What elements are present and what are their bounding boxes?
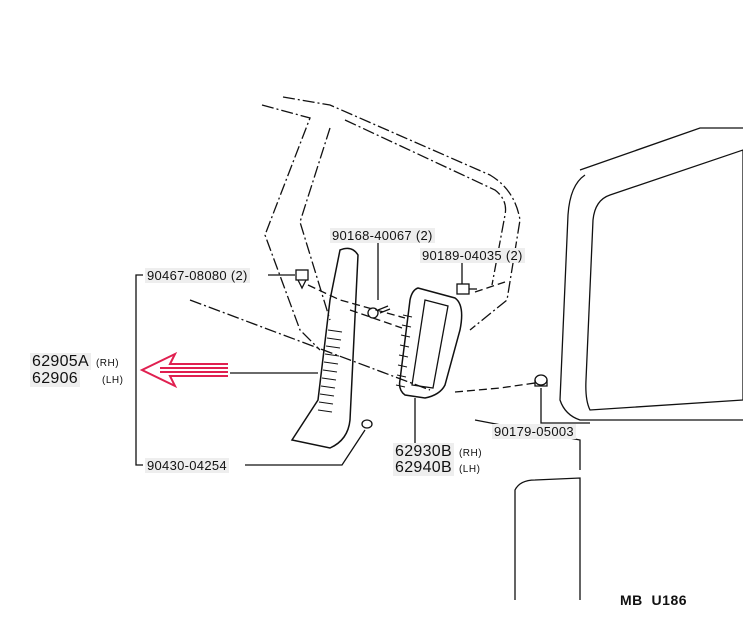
leader-90179 [540, 388, 590, 424]
window-frame-outer [282, 96, 521, 331]
side-rh: (RH) [458, 448, 483, 459]
part-number: 90179-05003 [494, 424, 574, 439]
body-panel-roof [579, 127, 743, 171]
pillar-garnish [290, 247, 359, 449]
part-number: 90430-04254 [147, 458, 227, 473]
part-qty: (2) [505, 248, 523, 263]
window-frame-inner [344, 119, 507, 286]
frame-lower-rail [189, 299, 431, 391]
label-62906: 62906 (LH) [30, 370, 124, 387]
side-rh: (RH) [95, 358, 120, 369]
body-panel-outline [559, 174, 743, 421]
vent-duct-fins [395, 314, 413, 388]
assembly-line-2 [349, 309, 403, 329]
assembly-line-4 [474, 281, 506, 293]
part-number: 90189-04035 [422, 248, 502, 263]
part-number-rh: 62905A [30, 353, 91, 370]
part-qty: (2) [230, 268, 248, 283]
part-number-rh: 62930B [393, 443, 454, 460]
label-90168: 90168-40067 (2) [330, 228, 435, 243]
part-number: 90467-08080 [147, 268, 227, 283]
vent-duct [398, 287, 463, 399]
label-90430: 90430-04254 [145, 458, 229, 473]
part-number: 90168-40067 [332, 228, 412, 243]
part-number-lh: 62940B [393, 459, 454, 476]
label-62930B: 62930B (RH) [393, 443, 483, 460]
nut-90430 [361, 419, 373, 429]
label-90189: 90189-04035 (2) [420, 248, 525, 263]
garnish-louvers [317, 329, 343, 413]
side-lh: (LH) [458, 464, 481, 475]
grommet-90179 [534, 374, 548, 387]
window-glass-edge [299, 127, 331, 321]
vent-duct-inner [411, 299, 449, 389]
leader-bracket [135, 274, 143, 466]
part-qty: (2) [415, 228, 433, 243]
diagram-code: MB U186 [620, 592, 688, 608]
side-lh: (LH) [102, 375, 124, 386]
clip-90189 [456, 283, 477, 295]
assembly-line-3 [454, 382, 536, 393]
label-90179: 90179-05003 [492, 424, 576, 439]
label-62905A: 62905A (RH) [30, 353, 120, 370]
highlight-arrow [139, 351, 228, 389]
part-number-lh: 62906 [30, 370, 80, 387]
label-62940B: 62940B (LH) [393, 459, 481, 476]
body-window [585, 149, 743, 411]
body-lower-panel [514, 477, 581, 600]
leader-90430 [245, 429, 366, 466]
label-90467: 90467-08080 (2) [145, 268, 250, 283]
window-frame-left [261, 104, 321, 351]
clip-90467 [295, 269, 309, 290]
screw-90168 [367, 305, 391, 319]
